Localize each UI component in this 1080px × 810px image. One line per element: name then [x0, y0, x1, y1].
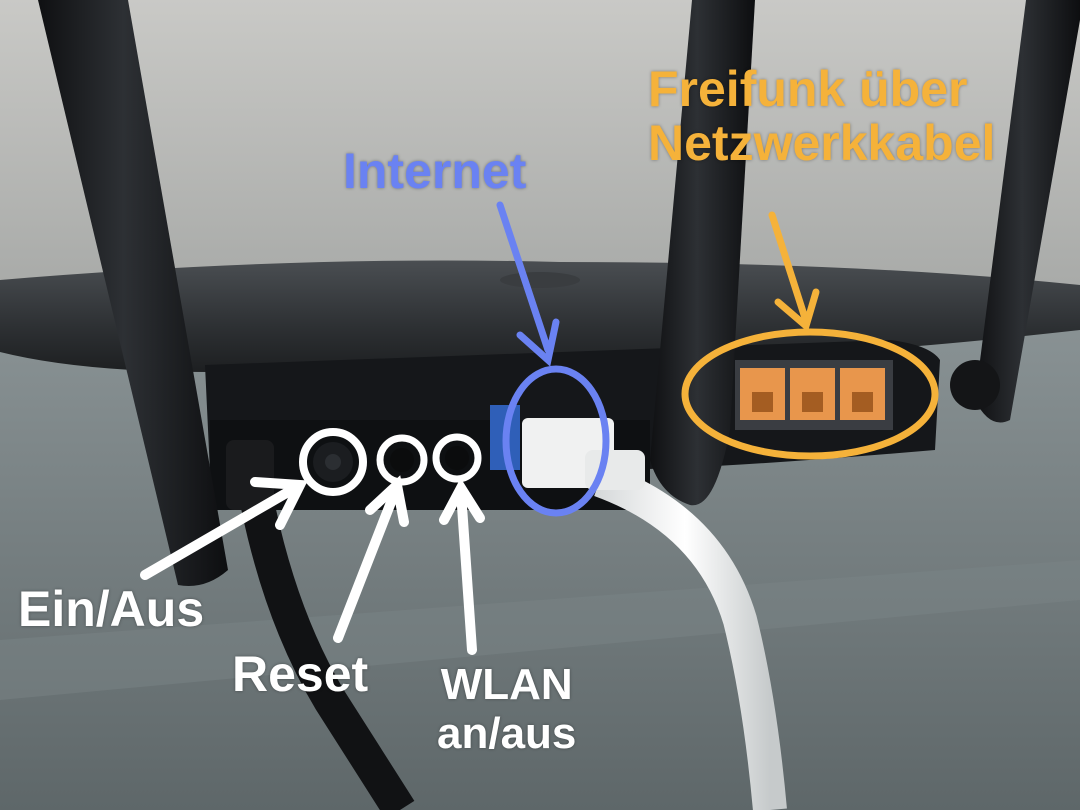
wlan-highlight-circle [432, 433, 482, 483]
power-arrow [140, 477, 308, 580]
freifunk-label-line1: Freifunk über [648, 61, 968, 117]
power-plug [226, 440, 274, 510]
reset-highlight-circle [376, 434, 428, 486]
wlan-label-line1: WLAN [440, 660, 573, 709]
wlan-label-line2: an/aus [437, 709, 577, 759]
table-reflection [0, 560, 1080, 700]
antenna-right [975, 0, 1080, 423]
lan-port-4-socket [852, 392, 873, 412]
power-button-center [325, 454, 341, 470]
antenna-right-joint [950, 360, 1000, 410]
freifunk-arrow [768, 211, 820, 333]
freifunk-label-line2: Netzwerkkabel [648, 115, 996, 171]
reset-arrow [333, 475, 409, 643]
freifunk-label: Freifunk über Netzwerkkabel [648, 62, 995, 170]
power-highlight-circle [299, 428, 367, 496]
reset-button [390, 448, 414, 472]
freifunk-highlight-ellipse [681, 328, 939, 460]
white-network-cable [594, 464, 787, 810]
antenna-center [650, 0, 755, 506]
lan-port-3-socket [802, 392, 823, 412]
internet-label: Internet [343, 143, 527, 199]
internet-arrow [496, 201, 560, 367]
wall-background [0, 0, 1080, 300]
wlan-button [445, 446, 469, 470]
router-logo [500, 272, 580, 288]
wlan-label: WLAN an/aus [437, 660, 576, 759]
reset-label: Reset [232, 646, 369, 702]
wlan-arrow [439, 478, 485, 655]
antenna-left [38, 0, 228, 586]
power-label: Ein/Aus [18, 581, 205, 637]
internet-highlight-ellipse [502, 365, 610, 517]
lan-port-2-socket [752, 392, 773, 412]
